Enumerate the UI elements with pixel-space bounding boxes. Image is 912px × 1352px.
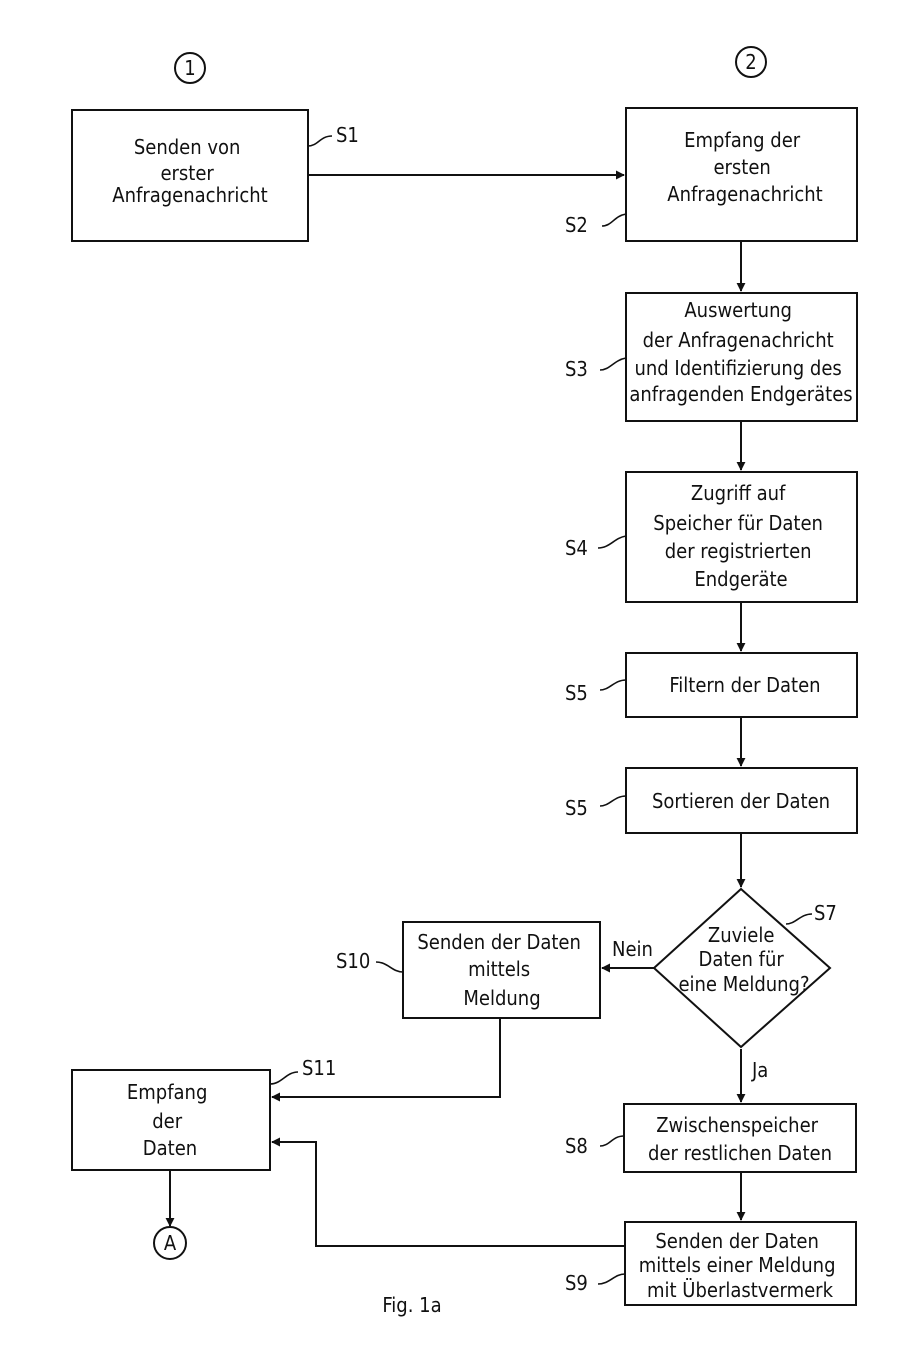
connector-a-label: A (164, 1231, 177, 1255)
lane-marker-right: 2 (736, 47, 766, 77)
step-s6: Sortieren der Daten (626, 768, 857, 833)
step-s7-decision: Zuviele Daten für eine Meldung? (654, 889, 830, 1047)
step-s9-text: Senden der Daten mittels einer Meldung m… (639, 1229, 841, 1302)
step-s9: Senden der Daten mittels einer Meldung m… (625, 1222, 856, 1305)
figure-caption: Fig. 1a (382, 1293, 441, 1317)
step-s5: Filtern der Daten (626, 653, 857, 717)
label-s10: S10 (336, 949, 370, 973)
step-s3: Auswertung der Anfragenachricht und Iden… (626, 293, 857, 421)
label-s3: S3 (565, 357, 588, 381)
step-s10: Senden der Daten mittels Meldung (403, 922, 600, 1018)
step-s2: Empfang der ersten Anfragenachricht (626, 108, 857, 241)
label-s1: S1 (336, 123, 359, 147)
label-s4: S4 (565, 536, 588, 560)
step-s1: Senden von erster Anfragenachricht (72, 110, 308, 241)
step-s5-text: Filtern der Daten (669, 673, 820, 697)
step-s4: Zugriff auf Speicher für Daten der regis… (626, 472, 857, 602)
step-s11: Empfang der Daten (72, 1070, 270, 1170)
label-s11: S11 (302, 1056, 336, 1080)
connector-a: A (154, 1227, 186, 1259)
label-s9: S9 (565, 1271, 588, 1295)
label-s2: S2 (565, 213, 588, 237)
branch-label-yes: Ja (751, 1058, 768, 1082)
label-s8: S8 (565, 1134, 588, 1158)
step-s6-text: Sortieren der Daten (652, 789, 830, 813)
step-s8: Zwischenspeicher der restlichen Daten (624, 1104, 856, 1172)
label-s5: S5 (565, 681, 588, 705)
lane-label-right: 2 (745, 50, 756, 74)
label-s7: S7 (814, 901, 837, 925)
label-s5b: S5 (565, 796, 588, 820)
branch-label-no: Nein (612, 937, 653, 961)
lane-label-left: 1 (184, 56, 195, 80)
lane-marker-left: 1 (175, 53, 205, 83)
